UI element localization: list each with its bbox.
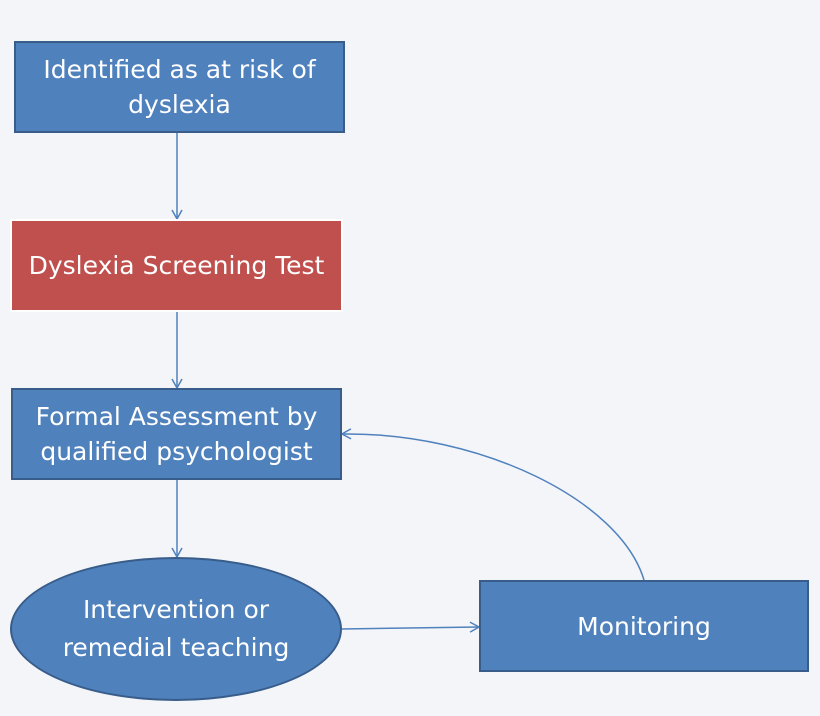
node-identified-label: Identified as at risk of dyslexia xyxy=(43,55,316,119)
node-intervention-label: Intervention or remedial teaching xyxy=(62,595,290,662)
node-screening-label: Dyslexia Screening Test xyxy=(28,251,325,280)
arrow-intervention-to-monitoring xyxy=(341,621,481,633)
arrow-monitoring-to-assessment xyxy=(340,428,645,581)
node-screening-test: Dyslexia Screening Test xyxy=(10,219,343,312)
node-formal-assessment: Formal Assessment by qualified psycholog… xyxy=(11,388,342,480)
node-assessment-label: Formal Assessment by qualified psycholog… xyxy=(35,402,318,466)
node-intervention: Intervention or remedial teaching xyxy=(10,557,342,701)
node-monitoring: Monitoring xyxy=(479,580,809,672)
node-monitoring-label: Monitoring xyxy=(577,611,711,641)
node-identified-at-risk: Identified as at risk of dyslexia xyxy=(14,41,345,133)
